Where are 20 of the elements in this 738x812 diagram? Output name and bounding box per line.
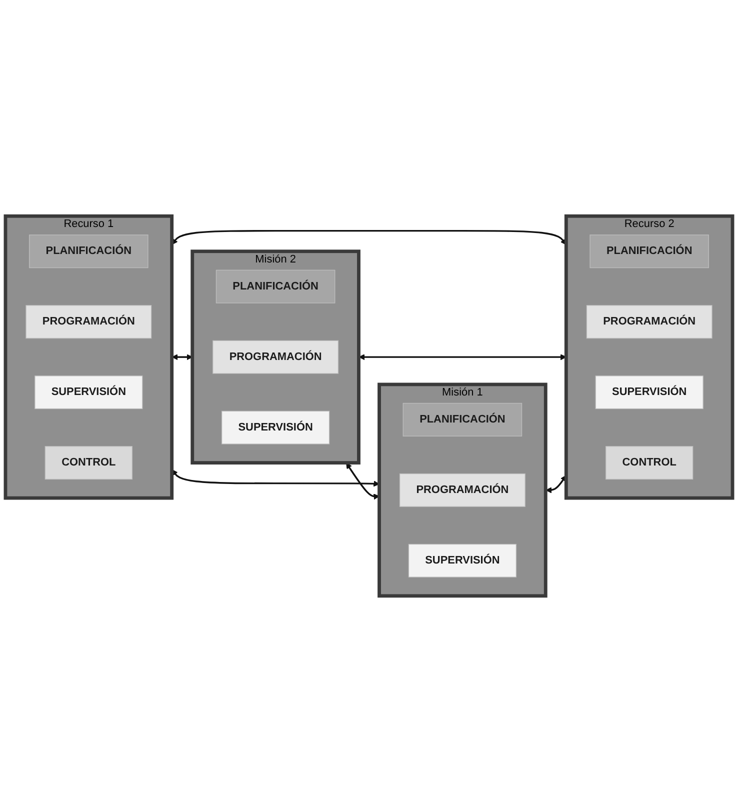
node-box: CONTROL xyxy=(606,446,694,480)
node-box: PROGRAMACIÓN xyxy=(399,473,526,507)
arrow xyxy=(546,475,566,494)
node-box: PLANIFICACIÓN xyxy=(29,234,148,268)
node-box: PLANIFICACIÓN xyxy=(216,270,336,304)
arrow xyxy=(346,462,380,500)
node-box: SUPERVISIÓN xyxy=(34,376,143,410)
node-box: PROGRAMACIÓN xyxy=(212,340,339,374)
arrow xyxy=(172,469,380,487)
node-box: SUPERVISIÓN xyxy=(221,410,330,444)
node-box: PROGRAMACIÓN xyxy=(26,305,152,339)
node-box: PLANIFICACIÓN xyxy=(402,402,522,436)
arrow xyxy=(358,354,566,360)
node-box: PROGRAMACIÓN xyxy=(586,305,712,339)
arrow xyxy=(172,230,566,245)
arrow xyxy=(172,354,193,360)
node-box: PLANIFICACIÓN xyxy=(590,234,709,268)
node-box: CONTROL xyxy=(44,446,132,480)
node-box: SUPERVISIÓN xyxy=(408,544,517,578)
node-box: SUPERVISIÓN xyxy=(595,376,704,410)
